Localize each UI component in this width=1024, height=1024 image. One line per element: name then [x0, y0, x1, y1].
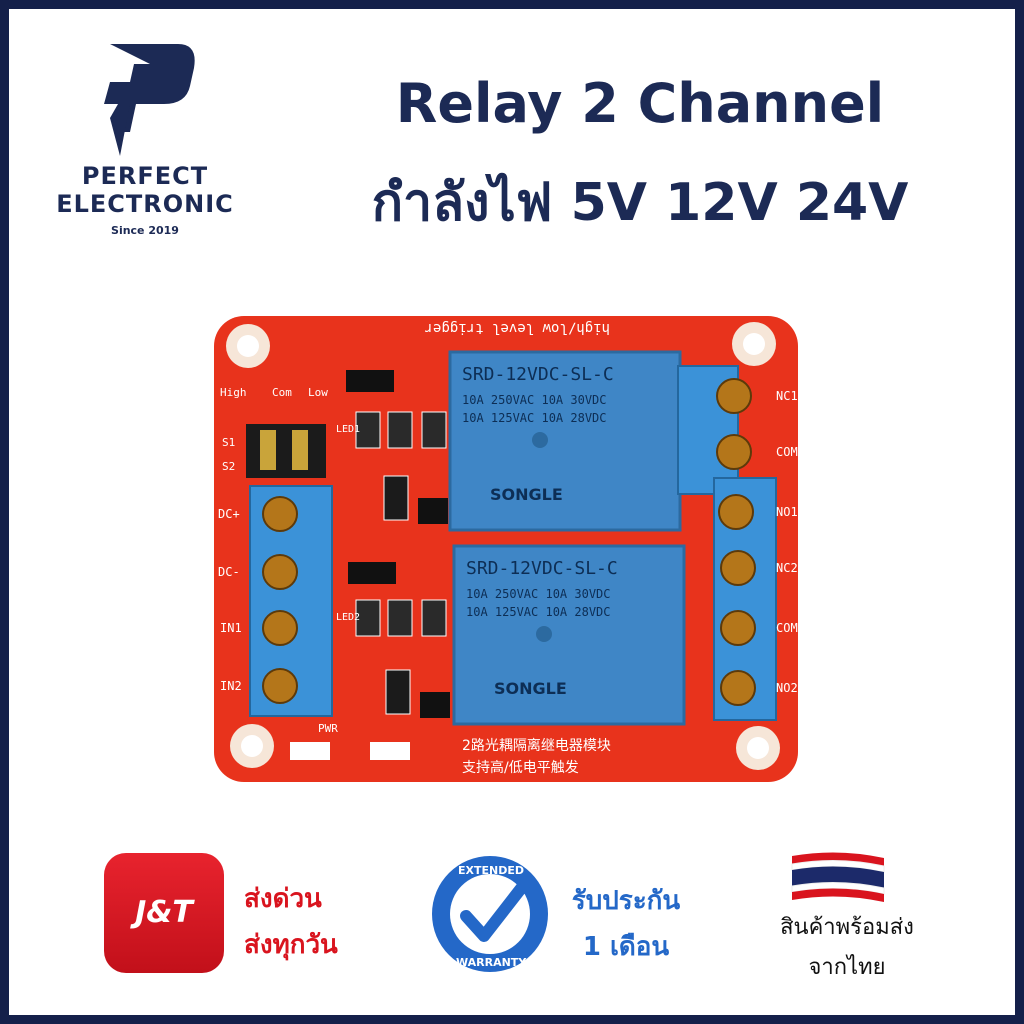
label-nc2: NC2: [776, 561, 798, 575]
lightning-p-icon: P: [104, 44, 195, 156]
label-in1: IN1: [220, 621, 242, 635]
stock-info: สินค้าพร้อมส่ง จากไทย: [752, 908, 942, 988]
thai-flag-icon: [791, 852, 885, 902]
stock-line1: สินค้าพร้อมส่ง: [780, 915, 914, 940]
label-s1: S1: [222, 436, 235, 449]
jumper-pin: [292, 430, 308, 470]
mount-hole-inner: [241, 735, 263, 757]
screw-terminal: [262, 668, 298, 704]
board-header-text: high/low level trigger: [425, 320, 610, 336]
mount-hole-inner: [743, 333, 765, 355]
label-low: Low: [308, 386, 328, 399]
warranty-badge-bottom: WARRANTY: [456, 956, 527, 969]
warranty-line2: 1 เดือน: [582, 932, 670, 962]
relay-2-rating1: 10A 250VAC 10A 30VDC: [466, 587, 611, 601]
brand-logo: P PERFECT ELECTRONIC Since 2019: [30, 38, 260, 258]
relay-2-rating2: 10A 125VAC 10A 28VDC: [466, 605, 611, 619]
transistor: [418, 498, 448, 524]
screw-terminal: [720, 550, 756, 586]
stock-line2: จากไทย: [808, 955, 886, 980]
smd-resistor: [387, 599, 413, 637]
mount-hole-inner: [747, 737, 769, 759]
screw-terminal: [720, 610, 756, 646]
smd-resistor: [355, 599, 381, 637]
label-no2: NO2: [776, 681, 798, 695]
smd-resistor: [421, 599, 447, 637]
brand-since: Since 2019: [111, 224, 179, 237]
brand-name-line2: ELECTRONIC: [56, 190, 234, 218]
brand-name-line1: PERFECT: [81, 162, 209, 190]
screw-terminal: [262, 610, 298, 646]
smd-resistor: [355, 411, 381, 449]
label-s2: S2: [222, 460, 235, 473]
product-subtitle: กำลังไฟ 5V 12V 24V: [371, 173, 909, 233]
relay-1-rating1: 10A 250VAC 10A 30VDC: [462, 393, 607, 407]
screw-terminal: [716, 434, 752, 470]
label-led2: LED2: [336, 612, 360, 623]
relay-2-dot: [536, 626, 552, 642]
label-led1: LED1: [336, 424, 360, 435]
flag-stripe-red: [792, 888, 884, 902]
optocoupler: [348, 562, 396, 584]
product-title: Relay 2 Channel: [395, 72, 885, 135]
warranty-badge-icon: EXTENDED WARRANTY: [432, 856, 548, 972]
warranty-badge-top: EXTENDED: [458, 864, 524, 877]
jt-logo-text: J&T: [135, 895, 193, 930]
label-dc-plus: DC+: [218, 507, 240, 521]
check-mark-icon: [460, 876, 532, 942]
warranty-info: รับประกัน 1 เดือน: [566, 878, 686, 970]
shipping-info: ส่งด่วน ส่งทุกวัน: [244, 876, 338, 968]
diode: [385, 669, 411, 715]
optocoupler: [346, 370, 394, 392]
shipping-line1: ส่งด่วน: [244, 884, 322, 914]
label-com2: COM2: [776, 621, 800, 635]
relay-module-image: high/low level trigger SRD-12VDC-SL-C 10…: [214, 316, 800, 782]
warranty-line1: รับประกัน: [571, 886, 681, 916]
relay-2-brand: SONGLE: [494, 679, 567, 698]
label-com1: COM1: [776, 445, 800, 459]
screw-terminal: [718, 494, 754, 530]
smd-resistor: [370, 742, 410, 760]
relay-1-dot: [532, 432, 548, 448]
mount-hole-inner: [237, 335, 259, 357]
board-bottom-line1: 2路光耦隔离继电器模块: [462, 737, 611, 754]
label-nc1: NC1: [776, 389, 798, 403]
relay-1-model: SRD-12VDC-SL-C: [462, 364, 614, 385]
label-pwr: PWR: [318, 722, 338, 735]
relay-2: [452, 544, 686, 726]
flag-stripe-red: [792, 852, 884, 866]
relay-1: [448, 350, 682, 532]
label-in2: IN2: [220, 679, 242, 693]
transistor: [420, 692, 450, 718]
pwr-led: [290, 742, 330, 760]
jumper-pin: [260, 430, 276, 470]
label-dc-minus: DC-: [218, 565, 240, 579]
screw-terminal: [720, 670, 756, 706]
trigger-jumper: [246, 424, 326, 478]
screw-terminal: [716, 378, 752, 414]
shipping-line2: ส่งทุกวัน: [244, 930, 338, 960]
relay-1-brand: SONGLE: [490, 485, 563, 504]
flag-stripe-blue: [792, 866, 884, 888]
label-no1: NO1: [776, 505, 798, 519]
screw-terminal: [262, 554, 298, 590]
screw-terminal: [262, 496, 298, 532]
relay-2-model: SRD-12VDC-SL-C: [466, 558, 618, 579]
jt-express-logo: J&T: [104, 853, 224, 973]
smd-resistor: [387, 411, 413, 449]
label-com: Com: [272, 386, 292, 399]
relay-1-rating2: 10A 125VAC 10A 28VDC: [462, 411, 607, 425]
label-high: High: [220, 386, 247, 399]
diode: [383, 475, 409, 521]
board-bottom-line2: 支持高/低电平触发: [462, 759, 579, 776]
smd-resistor: [421, 411, 447, 449]
